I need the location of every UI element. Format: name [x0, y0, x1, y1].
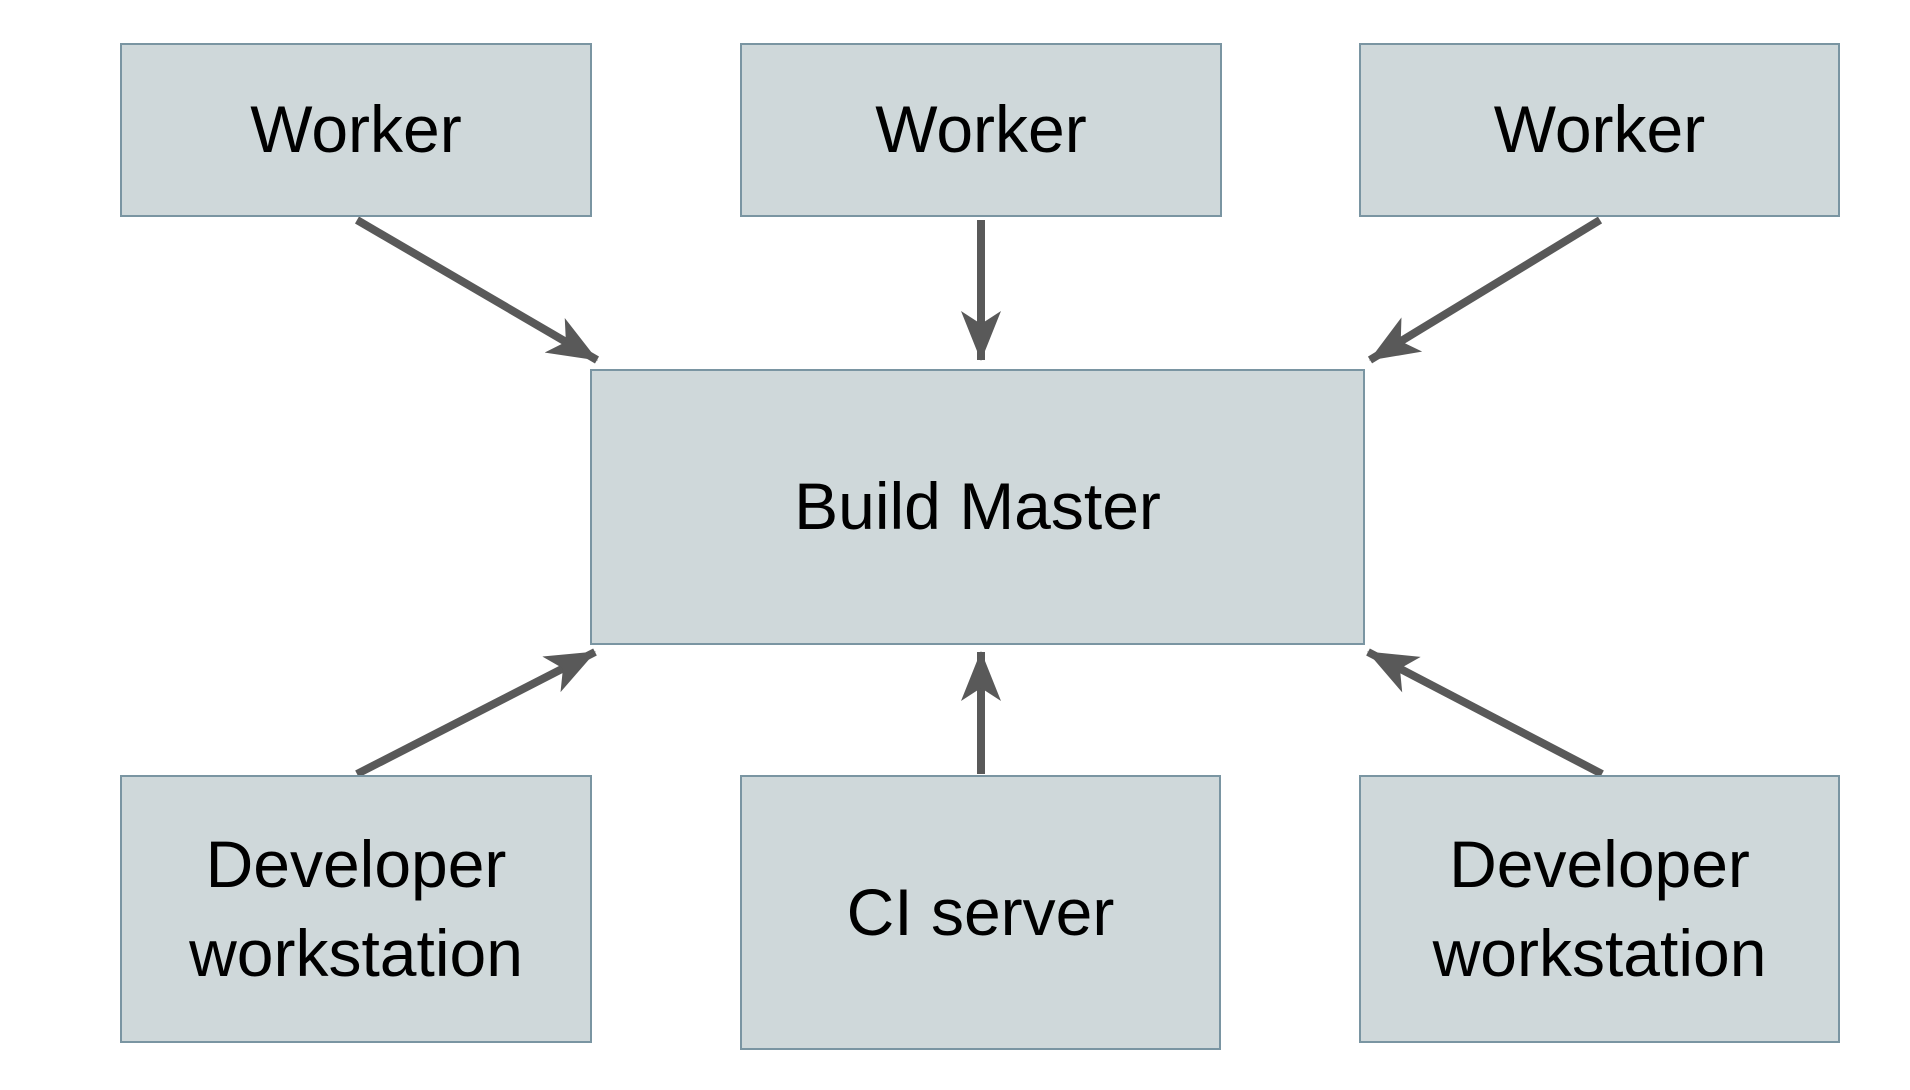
node-ci-server-label: CI server: [846, 874, 1115, 949]
node-worker-1: Worker: [120, 43, 592, 217]
node-developer-workstation-left: Developer workstation: [120, 775, 592, 1043]
node-worker-1-label: Worker: [250, 92, 462, 167]
arrow-developer-workstation-right-to-build-master: [1366, 648, 1604, 778]
arrow-developer-workstation-left-to-build-master: [355, 648, 597, 778]
node-developer-workstation-right-label: Developer workstation: [1432, 826, 1767, 990]
node-build-master-label: Build Master: [794, 469, 1161, 544]
node-developer-workstation-right: Developer workstation: [1359, 775, 1840, 1043]
node-build-master: Build Master: [590, 369, 1365, 645]
node-ci-server: CI server: [740, 775, 1221, 1050]
node-developer-workstation-left-label: Developer workstation: [189, 826, 523, 990]
arrow-worker-1-to-build-master: [354, 216, 600, 364]
node-worker-2: Worker: [740, 43, 1222, 217]
node-worker-3: Worker: [1359, 43, 1840, 217]
node-worker-3-label: Worker: [1493, 92, 1706, 167]
arrow-worker-3-to-build-master: [1367, 216, 1603, 364]
node-worker-2-label: Worker: [875, 92, 1087, 167]
